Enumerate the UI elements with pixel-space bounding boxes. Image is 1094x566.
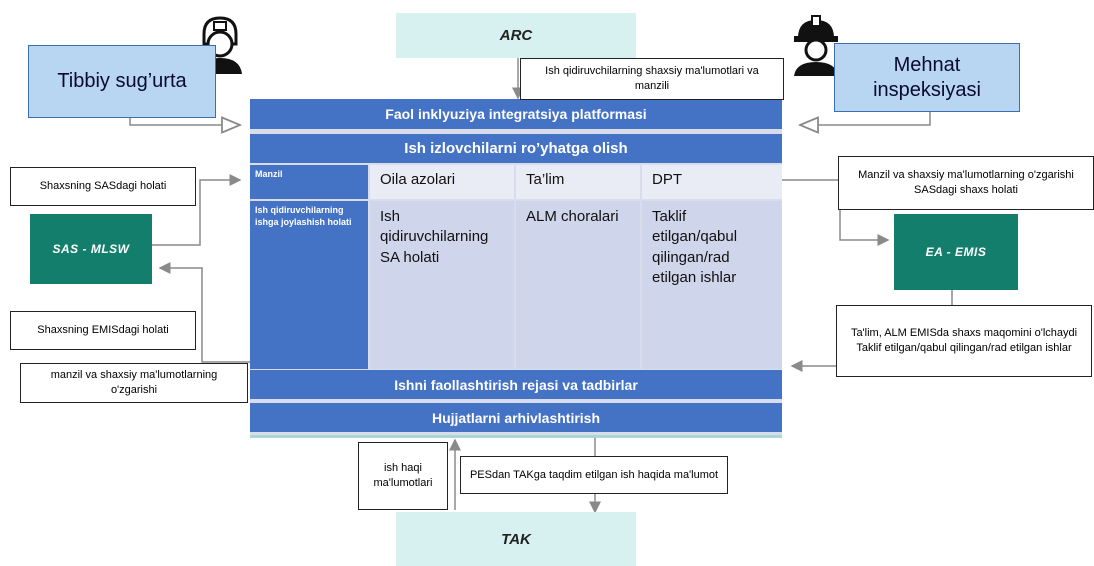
- grid-cell-offered-jobs: Taklif etilgan/qabul qilingan/rad etilga…: [642, 201, 782, 369]
- health-insurance-box: Tibbiy sug’urta: [28, 45, 216, 118]
- platform-title: Faol inklyuziya integratsiya platformasi: [250, 99, 782, 129]
- grid-cell-family: Oila azolari: [370, 165, 514, 199]
- note-pes-tak: PESdan TAKga taqdim etilgan ish haqida m…: [460, 456, 728, 494]
- health-insurance-label: Tibbiy sug’urta: [57, 70, 187, 92]
- health-to-platform-arrow: [129, 118, 240, 125]
- arc-label: ARC: [499, 27, 533, 44]
- ea-emis-label: EA - EMIS: [925, 245, 987, 259]
- sas-to-platform-arrow: [150, 174, 242, 246]
- activation-plan-bar: Ishni faollashtirish rejasi va tadbirlar: [250, 370, 782, 399]
- note-address-change-left: manzil va shaxsiy ma'lumotlarning o'zgar…: [20, 363, 248, 403]
- note-salary: ish haqi ma'lumotlari: [358, 442, 448, 510]
- grid-cell-sa-status: Ish qidiruvchilarning SA holati: [370, 201, 514, 369]
- arc-box: ARC: [396, 13, 636, 58]
- registration-bar: Ish izlovchilarni ro’yhatga olish: [250, 134, 782, 163]
- note-arc-data: Ish qidiruvchilarning shaxsiy ma'lumotla…: [520, 58, 784, 100]
- platform-to-sas-arrow: [158, 262, 250, 363]
- note-education-alm: Ta'lim, ALM EMISda shaxs maqomini o'lcha…: [836, 305, 1092, 377]
- ea-emis-box: EA - EMIS: [894, 214, 1018, 290]
- labour-inspection-box: Mehnat inspeksiyasi: [834, 43, 1020, 112]
- sas-mlsw-label: SAS - MLSW: [52, 242, 130, 256]
- labour-inspection-label: Mehnat inspeksiyasi: [873, 53, 981, 101]
- hard-hat-worker-icon: [792, 14, 840, 76]
- tak-box: TAK: [396, 512, 636, 566]
- tak-label: TAK: [501, 530, 531, 548]
- grid-cell-education: Ta’lim: [516, 165, 640, 199]
- grid-cell-alm: ALM choralari: [516, 201, 640, 369]
- note-emis-status: Shaxsning EMISdagi holati: [10, 311, 196, 350]
- grid-head-address: Manzil: [250, 165, 368, 199]
- grid-cell-dpt: DPT: [642, 165, 782, 199]
- labour-to-platform-arrow: [800, 112, 931, 125]
- archive-bar: Hujjatlarni arhivlashtirish: [250, 403, 782, 432]
- platform-to-ea-arrow: [782, 179, 890, 246]
- platform-container: Faol inklyuziya integratsiya platformasi…: [250, 99, 782, 438]
- sas-mlsw-box: SAS - MLSW: [30, 214, 152, 284]
- note-address-change-right: Manzil va shaxsiy ma'lumotlarning o'zgar…: [838, 156, 1094, 210]
- note-sas-status: Shaxsning SASdagi holati: [10, 167, 196, 206]
- grid-head-employment-status: Ish qidiruvchilarning ishga joylashish h…: [250, 201, 368, 369]
